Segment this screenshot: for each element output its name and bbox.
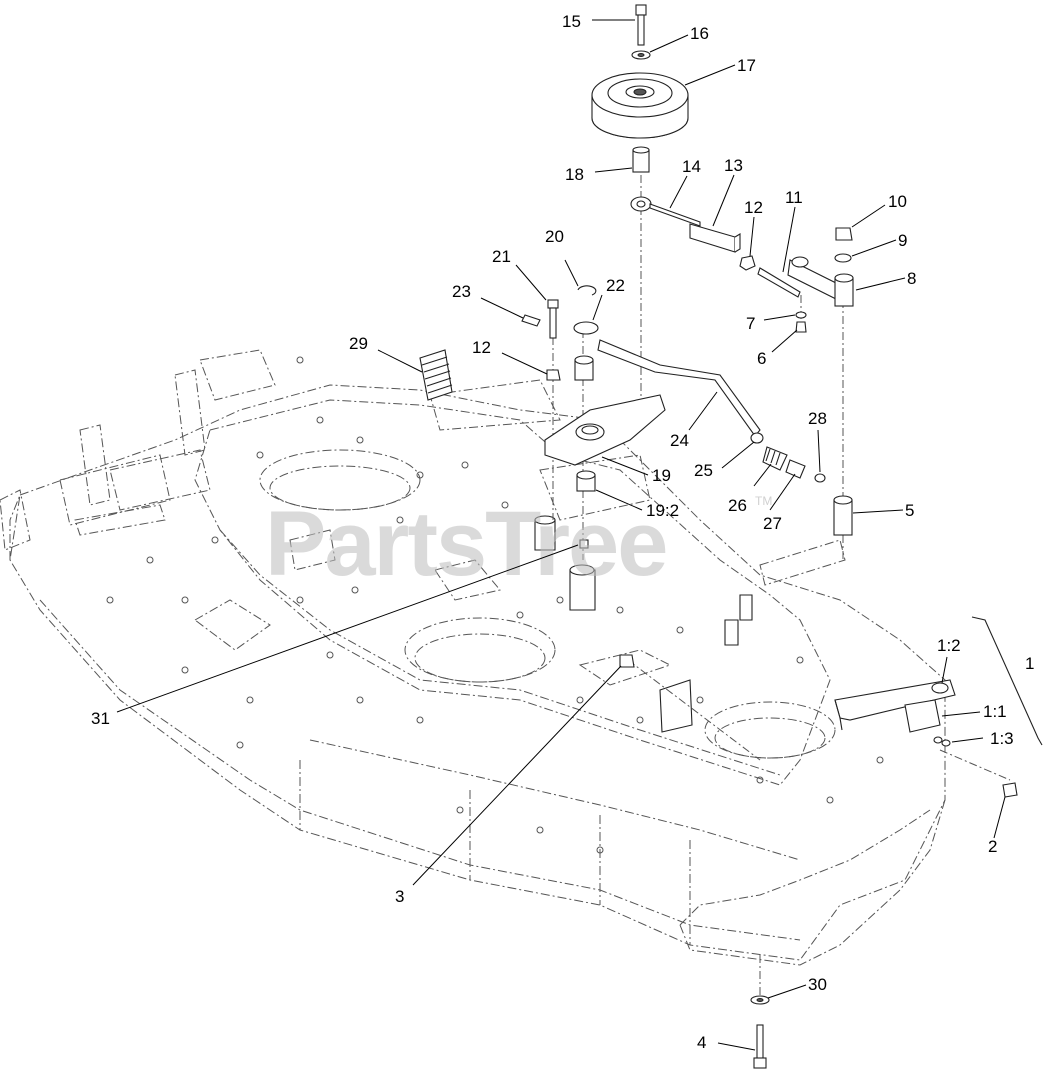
callout-7: 7	[746, 314, 755, 333]
callout-1-2: 1:2	[937, 636, 961, 655]
callout-22: 22	[606, 276, 625, 295]
callout-30: 30	[808, 975, 827, 994]
idler-bracket-assembly	[419, 285, 826, 668]
callout-21: 21	[492, 247, 511, 266]
callout-2: 2	[988, 837, 997, 856]
callout-19: 19	[652, 466, 671, 485]
callout-14: 14	[682, 157, 701, 176]
watermark: PartsTree TM	[265, 493, 772, 595]
callout-19-2: 19:2	[646, 501, 679, 520]
mower-deck	[0, 349, 946, 966]
callout-27: 27	[763, 514, 782, 533]
callout-10: 10	[888, 192, 907, 211]
tension-rod-assembly	[630, 196, 854, 536]
callout-3: 3	[395, 887, 404, 906]
callout-28: 28	[808, 409, 827, 428]
callout-16: 16	[690, 24, 709, 43]
callout-31: 31	[91, 709, 110, 728]
callout-17: 17	[737, 56, 756, 75]
svg-text:TM: TM	[755, 494, 772, 508]
callout-5: 5	[905, 501, 914, 520]
callout-20: 20	[545, 227, 564, 246]
leader-lines	[116, 19, 1006, 1051]
spring-29	[419, 349, 453, 401]
callout-9: 9	[898, 231, 907, 250]
bottom-hardware	[750, 995, 770, 1069]
callout-29: 29	[349, 334, 368, 353]
callout-1-3: 1:3	[990, 729, 1014, 748]
callout-15: 15	[562, 12, 581, 31]
callout-18: 18	[565, 165, 584, 184]
callout-1: 1	[1025, 654, 1034, 673]
callout-4: 4	[697, 1033, 706, 1052]
callout-11: 11	[785, 188, 803, 207]
callout-24: 24	[670, 431, 689, 450]
svg-text:PartsTree: PartsTree	[265, 493, 666, 595]
callout-8: 8	[907, 269, 916, 288]
callouts: 15 16 17 18 14 13 12 11 10 9 8 7 6 20 21…	[91, 12, 1034, 1052]
callout-12: 12	[744, 198, 763, 217]
callout-13: 13	[724, 156, 743, 175]
callout-1-1: 1:1	[983, 702, 1007, 721]
bracket-1-assembly	[834, 616, 1043, 798]
callout-25: 25	[694, 461, 713, 480]
callout-6: 6	[757, 349, 766, 368]
pulley-assembly	[591, 4, 689, 173]
callout-12-lower: 12	[472, 338, 491, 357]
callout-23: 23	[452, 282, 471, 301]
callout-26: 26	[728, 496, 747, 515]
